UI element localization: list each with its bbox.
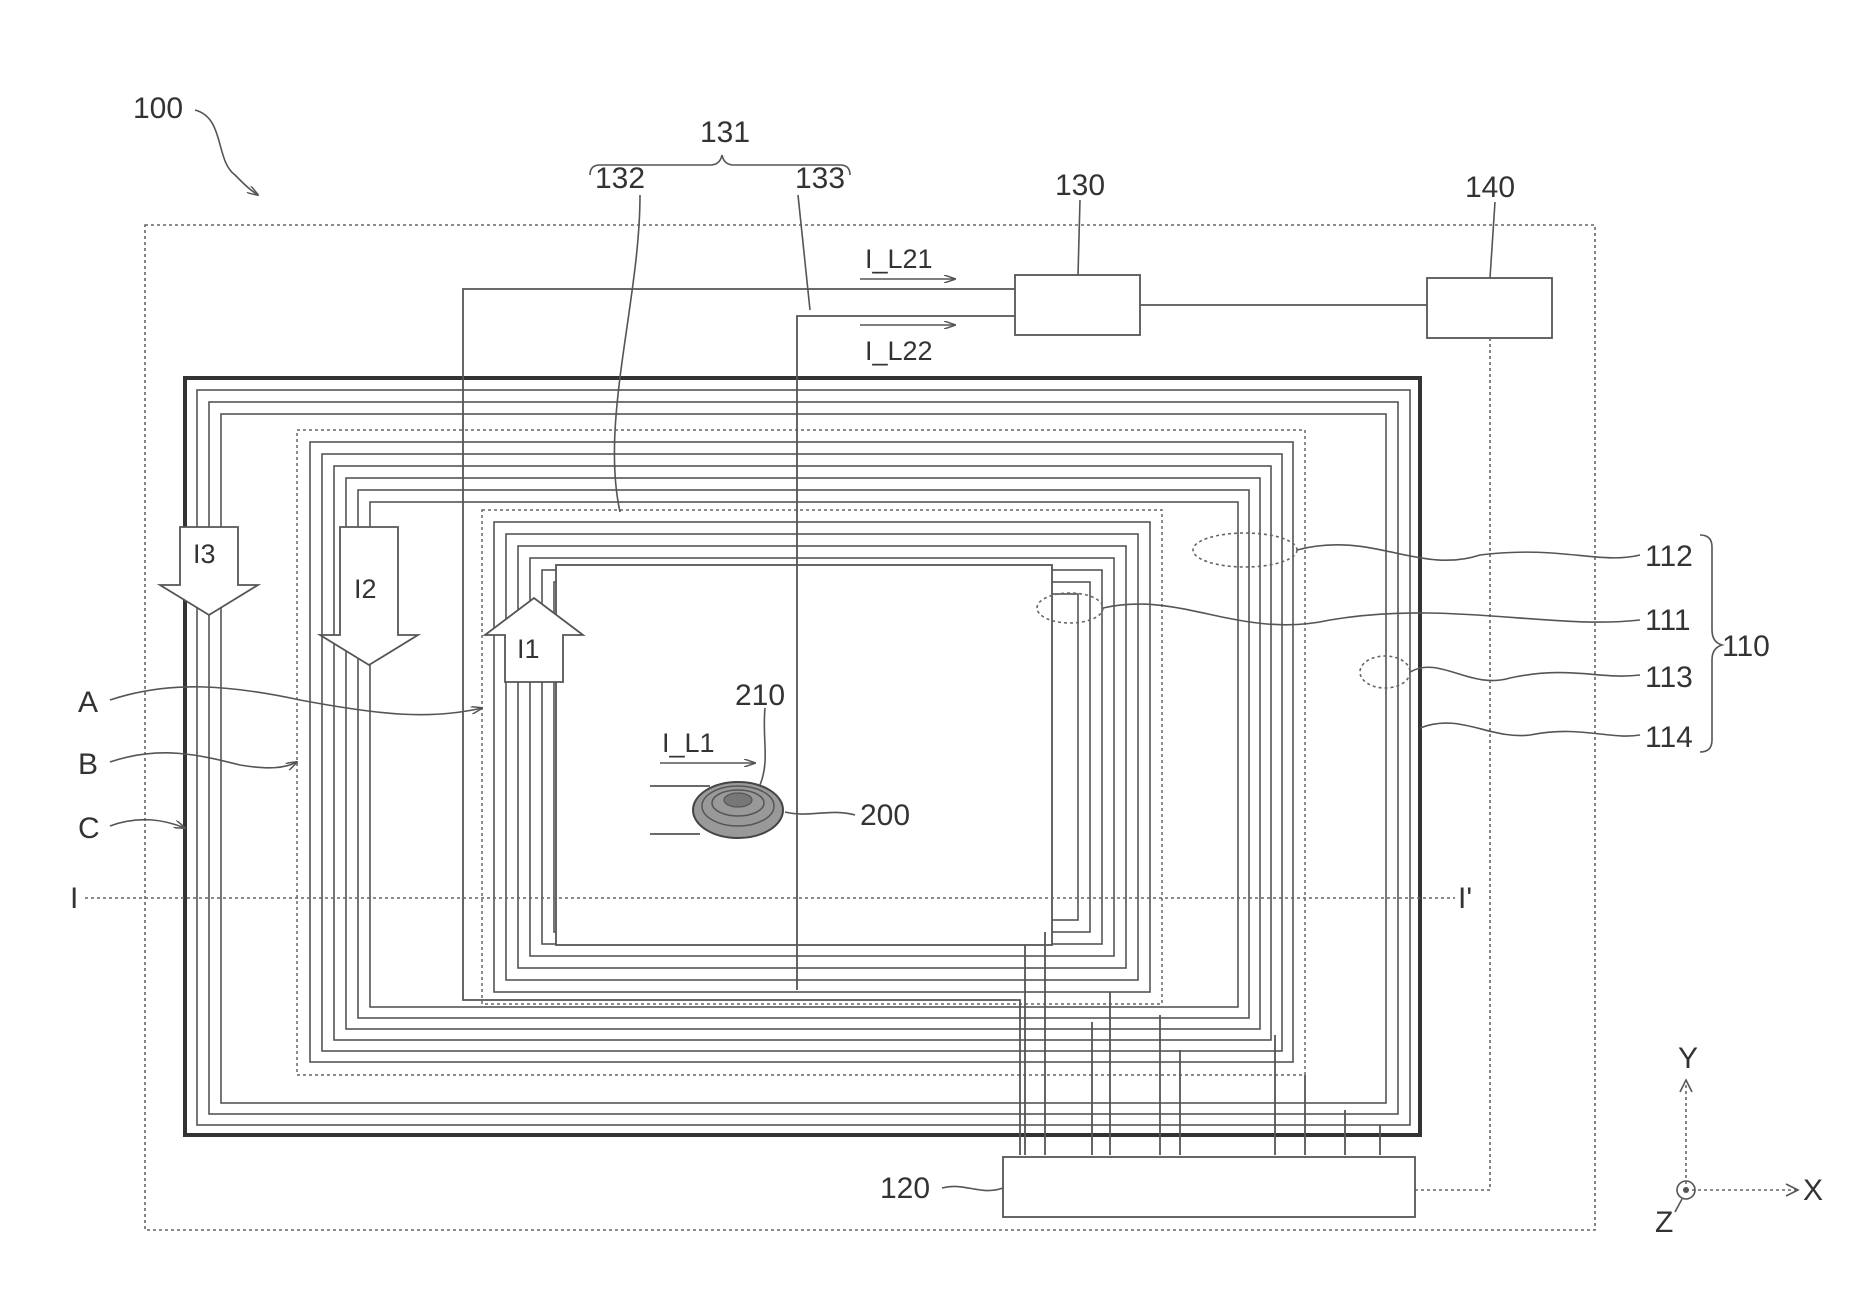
device-leader: [195, 110, 258, 195]
label-131: 131: [700, 116, 750, 149]
label-current-22: I_L22: [865, 336, 933, 366]
label-section-start: I: [70, 882, 78, 915]
label-i1: I1: [517, 634, 540, 664]
link-140-120: [1415, 338, 1490, 1190]
label-a: A: [78, 686, 98, 719]
label-axis-z: Z: [1655, 1206, 1673, 1239]
leader-120: [942, 1186, 1003, 1190]
leader-140: [1490, 202, 1495, 278]
label-b: B: [78, 748, 98, 781]
leader-133: [798, 195, 810, 310]
label-120: 120: [880, 1172, 930, 1205]
label-current-l1: I_L1: [662, 728, 715, 758]
axes: [1675, 1080, 1798, 1212]
leader-130: [1078, 200, 1080, 275]
leader-b: [110, 753, 297, 768]
box-130: [1015, 275, 1140, 335]
label-113: 113: [1645, 661, 1693, 694]
label-axis-x: X: [1803, 1174, 1823, 1207]
label-axis-y: Y: [1678, 1042, 1698, 1075]
box-140: [1427, 278, 1552, 338]
label-111: 111: [1645, 604, 1691, 637]
leader-111: [1103, 604, 1640, 625]
inner-window: [556, 565, 1052, 945]
marker-113: [1360, 656, 1410, 688]
label-133: 133: [795, 162, 845, 195]
label-132: 132: [595, 162, 645, 195]
leader-114: [1420, 723, 1640, 736]
label-c: C: [78, 812, 100, 845]
leader-112: [1297, 545, 1640, 561]
label-i3: I3: [193, 539, 216, 569]
label-114: 114: [1645, 721, 1693, 754]
brace-110: [1700, 535, 1722, 752]
leader-113: [1410, 667, 1640, 680]
leader-a: [110, 687, 482, 715]
label-140: 140: [1465, 171, 1515, 204]
label-110: 110: [1722, 630, 1770, 663]
label-210: 210: [735, 679, 785, 712]
label-130: 130: [1055, 169, 1105, 202]
label-100: 100: [133, 92, 183, 125]
label-section-end: I': [1458, 882, 1472, 915]
box-120: [1003, 1157, 1415, 1217]
coil-leads: [1025, 932, 1380, 1155]
leader-c: [110, 820, 185, 828]
label-i2: I2: [354, 574, 377, 604]
label-current-21: I_L21: [865, 244, 933, 274]
label-200: 200: [860, 799, 910, 832]
leader-132: [614, 195, 640, 512]
object-200: [693, 782, 783, 838]
label-112: 112: [1645, 540, 1693, 573]
